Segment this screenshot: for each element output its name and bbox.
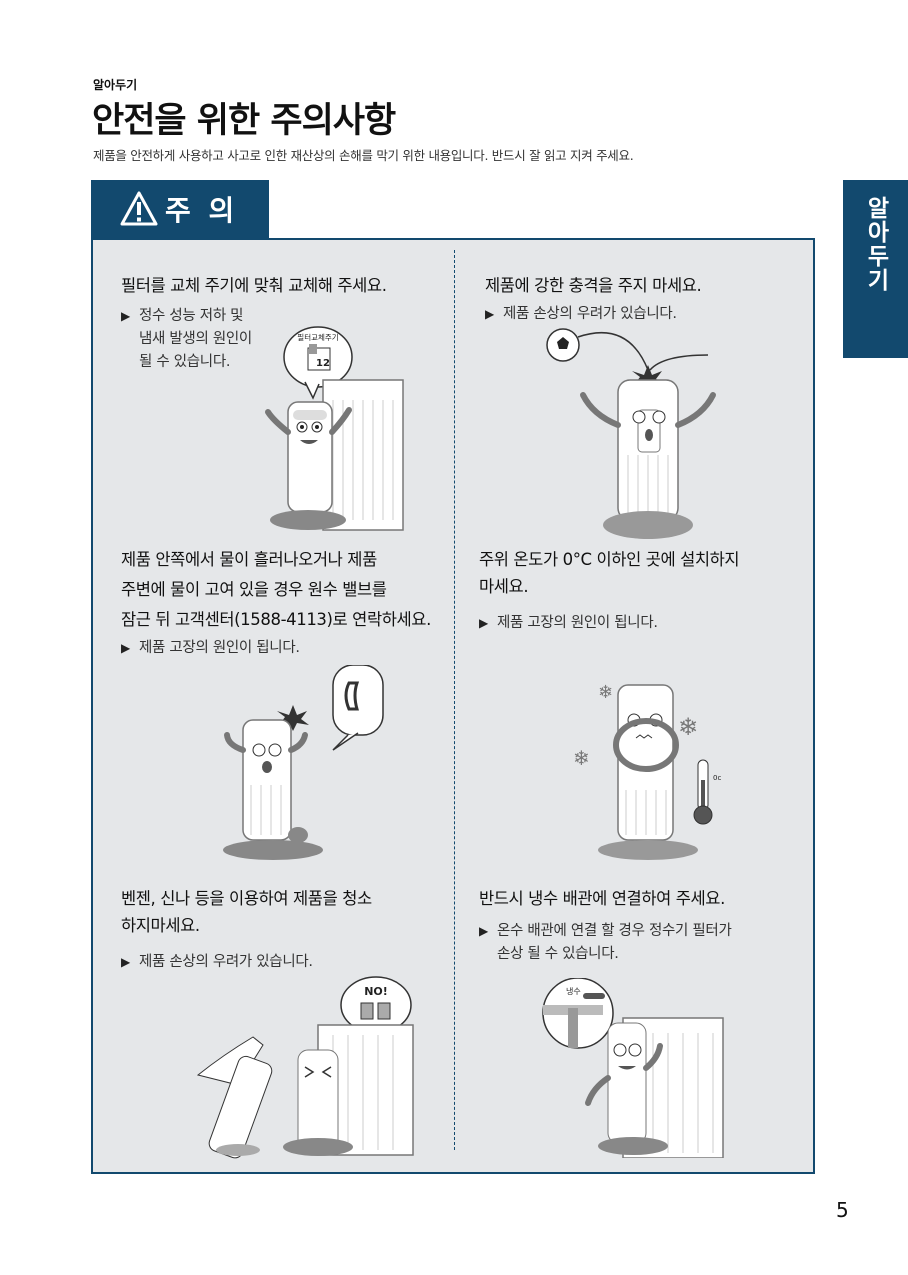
item-heading: 주위 온도가 0°C 이하인 곳에 설치하지	[479, 550, 740, 569]
side-tab-label: 알아두기	[862, 196, 889, 292]
caution-item-leak: 제품 안쪽에서 물이 흘러나오거나 제품 주변에 물이 고여 있을 경우 원수 …	[121, 546, 451, 660]
item-bullet: 정수 성능 저하 및 냄새 발생의 원인이 될 수 있습니다.	[121, 305, 441, 374]
svg-text:❄: ❄	[573, 746, 590, 770]
caution-item-temperature: 주위 온도가 0°C 이하인 곳에 설치하지 마세요. 제품 고장의 원인이 됩…	[479, 546, 799, 635]
page-subtitle: 제품을 안전하게 사용하고 사고로 인한 재산상의 손해를 막기 위한 내용입니…	[93, 148, 634, 163]
svg-text:0c: 0c	[713, 774, 721, 782]
cold-temperature-illustration: ❄ ❄ ❄ 0c	[573, 682, 721, 860]
svg-text:냉수: 냉수	[566, 986, 581, 996]
item-heading: 하지마세요.	[121, 916, 200, 935]
item-heading: 벤젠, 신나 등을 이용하여 제품을 청소	[121, 889, 372, 908]
svg-text:NO!: NO!	[364, 985, 388, 998]
column-divider	[454, 250, 455, 1150]
caution-header: 주 의	[91, 180, 269, 238]
svg-text:필터교체주기: 필터교체주기	[297, 332, 338, 342]
page-title: 안전을 위한 주의사항	[92, 101, 396, 141]
svg-text:❄: ❄	[678, 713, 698, 741]
item-bullet: 제품 고장의 원인이 됩니다.	[121, 637, 451, 660]
kicker: 알아두기	[93, 78, 138, 92]
warning-triangle-icon	[120, 191, 158, 226]
svg-text:12: 12	[316, 358, 330, 369]
item-bullet: 제품 고장의 원인이 됩니다.	[479, 612, 799, 635]
item-heading: 제품에 강한 충격을 주지 마세요.	[485, 276, 702, 295]
caution-panel: 필터를 교체 주기에 맞춰 교체해 주세요. 정수 성능 저하 및 냄새 발생의…	[91, 238, 815, 1174]
cold-water-pipe-illustration: 냉수	[542, 978, 724, 1158]
page-number: 5	[836, 1198, 849, 1222]
water-leak-illustration	[223, 665, 384, 860]
caution-item-filter: 필터를 교체 주기에 맞춰 교체해 주세요. 정수 성능 저하 및 냄새 발생의…	[121, 272, 441, 374]
caution-item-cold-pipe: 반드시 냉수 배관에 연결하여 주세요. 온수 배관에 연결 할 경우 정수기 …	[479, 885, 799, 966]
item-heading: 주변에 물이 고여 있을 경우 원수 밸브를	[121, 580, 387, 599]
caution-item-impact: 제품에 강한 충격을 주지 마세요. 제품 손상의 우려가 있습니다.	[485, 272, 805, 326]
item-bullet: 온수 배관에 연결 할 경우 정수기 필터가 손상 될 수 있습니다.	[479, 920, 799, 966]
item-heading: 잠근 뒤 고객센터(1588-4113)로 연락하세요.	[121, 610, 431, 629]
side-section-tab[interactable]: 알아두기	[843, 180, 908, 358]
filter-replacement-illustration: 필터교체주기 12	[265, 326, 404, 531]
item-bullet: 제품 손상의 우려가 있습니다.	[485, 303, 805, 326]
no-solvent-illustration: NO!	[196, 976, 414, 1159]
item-heading: 필터를 교체 주기에 맞춰 교체해 주세요.	[121, 276, 387, 295]
caution-label: 주 의	[165, 194, 239, 227]
item-heading: 반드시 냉수 배관에 연결하여 주세요.	[479, 889, 725, 908]
svg-text:❄: ❄	[598, 682, 613, 703]
impact-illustration	[546, 328, 716, 539]
item-heading: 마세요.	[479, 577, 529, 596]
item-bullet: 제품 손상의 우려가 있습니다.	[121, 951, 441, 974]
caution-item-cleaning: 벤젠, 신나 등을 이용하여 제품을 청소 하지마세요. 제품 손상의 우려가 …	[121, 885, 441, 974]
item-heading: 제품 안쪽에서 물이 흘러나오거나 제품	[121, 550, 377, 569]
